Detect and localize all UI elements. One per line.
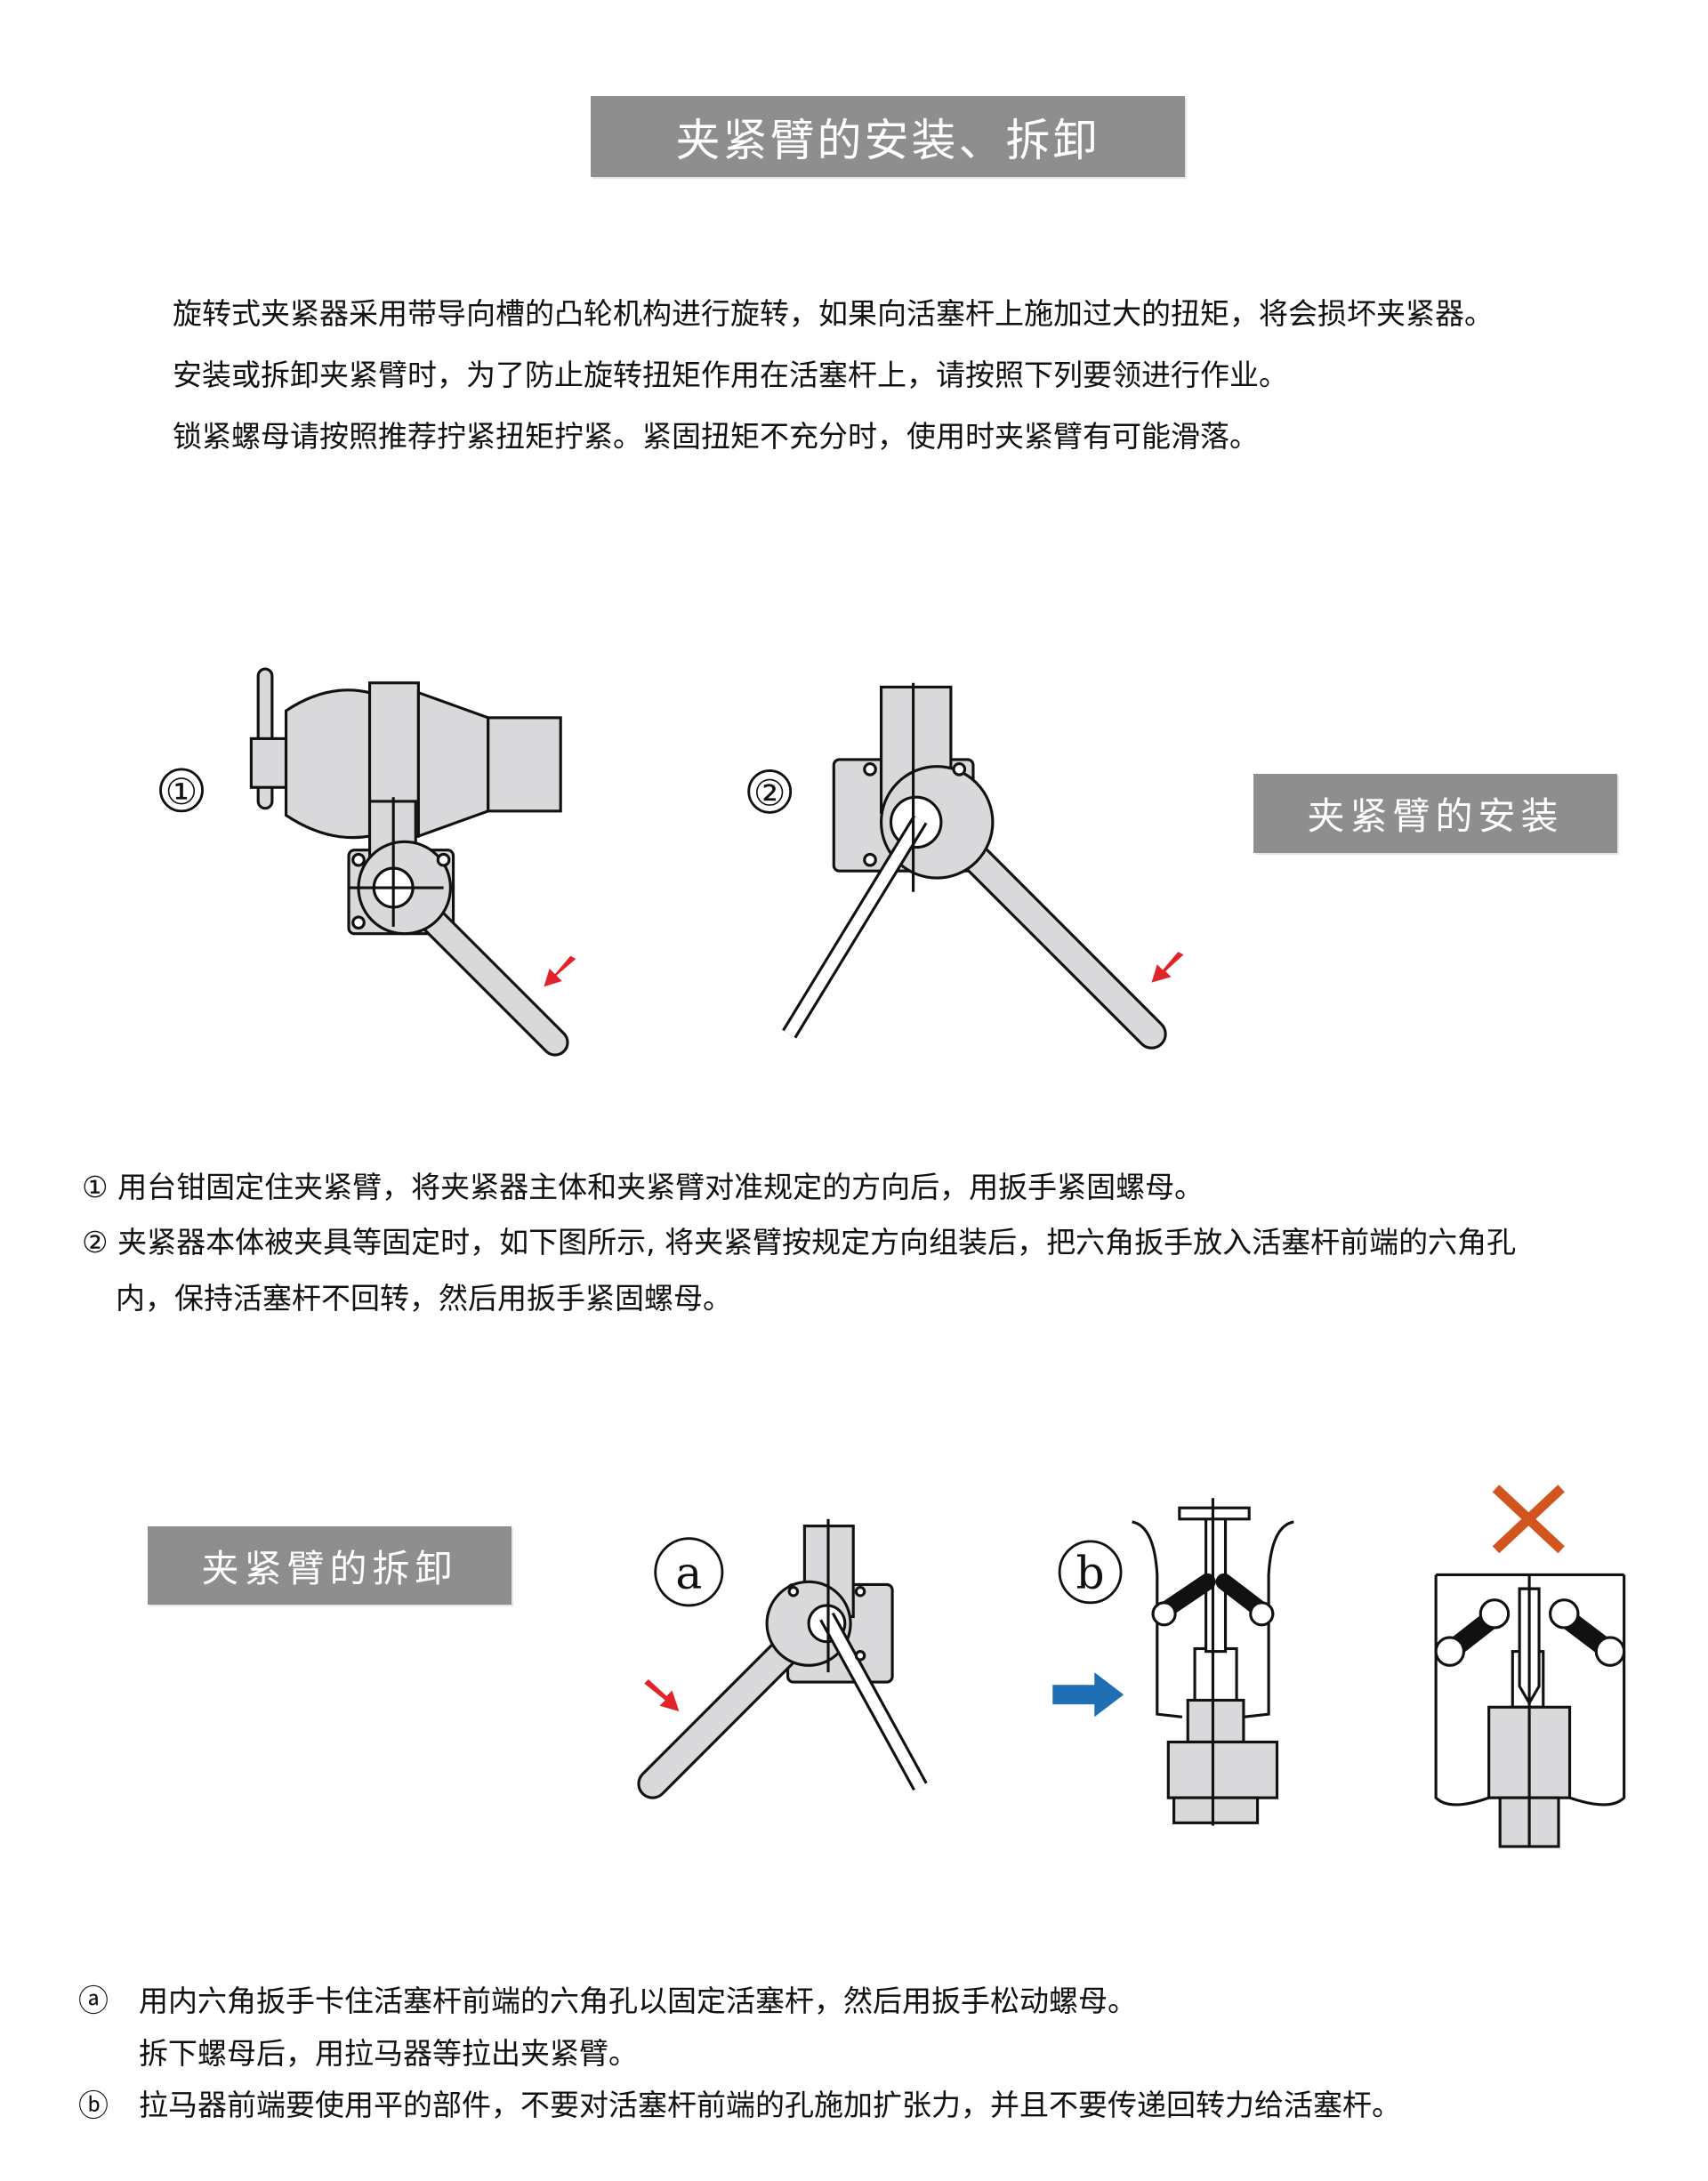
remove-note-a: 用内六角扳手卡住活塞杆前端的六角孔以固定活塞杆，然后用扳手松动螺母。: [139, 1984, 1137, 2018]
remove-note-b: 拉马器前端要使用平的部件，不要对活塞杆前端的孔施加扩张力，并且不要传递回转力给活…: [139, 2088, 1401, 2122]
note-text: 夹紧器本体被夹具等固定时，如下图所示, 将夹紧臂按规定方向组装后，把六角扳手放入…: [117, 1225, 1517, 1260]
install-note-1: ① 用台钳固定住夹紧臂，将夹紧器主体和夹紧臂对准规定的方向后，用扳手紧固螺母。: [82, 1163, 1204, 1206]
remove-note-a-mark: ⓐ: [78, 1984, 109, 2019]
red-arrow-icon: [1151, 952, 1184, 983]
remove-note-b-mark: ⓑ: [78, 2088, 109, 2124]
red-arrow-icon: [544, 955, 576, 987]
figure-1-vise-install: ①: [159, 667, 569, 1057]
figure-b-puller: b: [1058, 1498, 1294, 1826]
fig2-mark: ②: [753, 772, 786, 815]
intro-line-2: 安装或拆卸夹紧臂时，为了防止旋转扭矩作用在活塞杆上，请按照下列要领进行作业。: [173, 358, 1288, 392]
install-note-2: ② 夹紧器本体被夹具等固定时，如下图所示, 将夹紧臂按规定方向组装后，把六角扳手…: [82, 1219, 1516, 1261]
fig1-mark: ①: [165, 770, 198, 813]
page-title: 夹紧臂的安装、拆卸: [591, 96, 1185, 177]
remove-note-a-cont: 拆下螺母后，用拉马器等拉出夹紧臂。: [139, 2036, 638, 2071]
figure-a-hex-remove: a: [637, 1518, 928, 1799]
remove-section-label: 夹紧臂的拆卸: [148, 1526, 512, 1605]
intro-line-3: 锁紧螺母请按照推荐拧紧扭矩拧紧。紧固扭矩不充分时，使用时夹紧臂有可能滑落。: [173, 419, 1259, 454]
note-mark: ①: [82, 1170, 109, 1204]
figa-mark: a: [675, 1547, 702, 1599]
install-note-2-cont: 内，保持活塞杆不回转，然后用扳手紧固螺母。: [116, 1281, 732, 1316]
figure-2-hex-install: ②: [747, 682, 1167, 1050]
blue-arrow-icon: [1052, 1672, 1124, 1718]
install-section-label: 夹紧臂的安装: [1253, 774, 1617, 853]
figure-incorrect-puller: [1434, 1485, 1626, 1848]
x-mark-icon: [1492, 1485, 1565, 1554]
note-mark: ②: [82, 1225, 109, 1260]
red-arrow-icon: [644, 1678, 680, 1711]
figb-mark: b: [1076, 1547, 1105, 1599]
note-text: 用台钳固定住夹紧臂，将夹紧器主体和夹紧臂对准规定的方向后，用扳手紧固螺母。: [117, 1170, 1204, 1204]
intro-line-1: 旋转式夹紧器采用带导向槽的凸轮机构进行旋转，如果向活塞杆上施加过大的扭矩，将会损…: [173, 296, 1494, 331]
